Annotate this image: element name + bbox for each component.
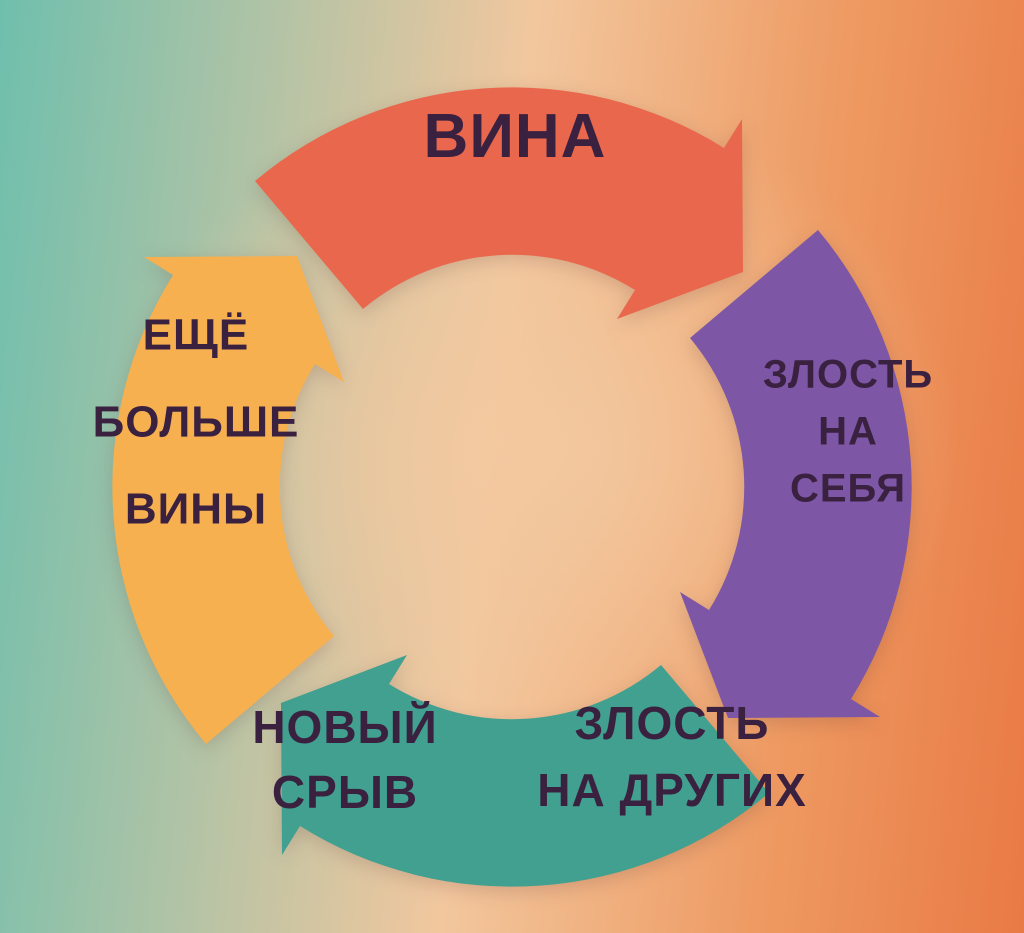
- guilt-arrow: [255, 87, 743, 320]
- new-breakdown-label-line: НОВЫЙ: [252, 701, 438, 753]
- guilt-label-line: ВИНА: [423, 102, 607, 171]
- new-breakdown-label-line: СРЫВ: [271, 766, 419, 818]
- anger-at-others-label-line: ЗЛОСТЬ: [574, 697, 770, 749]
- more-guilt-arrow: [112, 256, 344, 744]
- anger-at-others-label: ЗЛОСТЬ НА ДРУГИХ: [537, 690, 807, 824]
- more-guilt-label-line: БОЛЬШЕ: [92, 397, 300, 447]
- anger-at-others-arrow: [281, 655, 769, 887]
- anger-at-self-label-line: СЕБЯ: [789, 466, 907, 511]
- anger-at-self-label-line: НА: [818, 409, 878, 454]
- new-breakdown-label: НОВЫЙ СРЫВ: [252, 695, 437, 825]
- more-guilt-label: ЕЩЁ БОЛЬШЕ ВИНЫ: [93, 292, 300, 553]
- anger-at-self-label: ЗЛОСТЬ НА СЕБЯ: [763, 347, 933, 518]
- anger-at-self-label-line: ЗЛОСТЬ: [762, 352, 934, 397]
- anger-at-others-label-line: НА ДРУГИХ: [537, 764, 807, 816]
- more-guilt-label-line: ЕЩЁ: [142, 310, 250, 360]
- guilt-label: ВИНА: [424, 104, 607, 170]
- anger-at-self-arrow: [680, 230, 912, 718]
- more-guilt-label-line: ВИНЫ: [124, 484, 268, 534]
